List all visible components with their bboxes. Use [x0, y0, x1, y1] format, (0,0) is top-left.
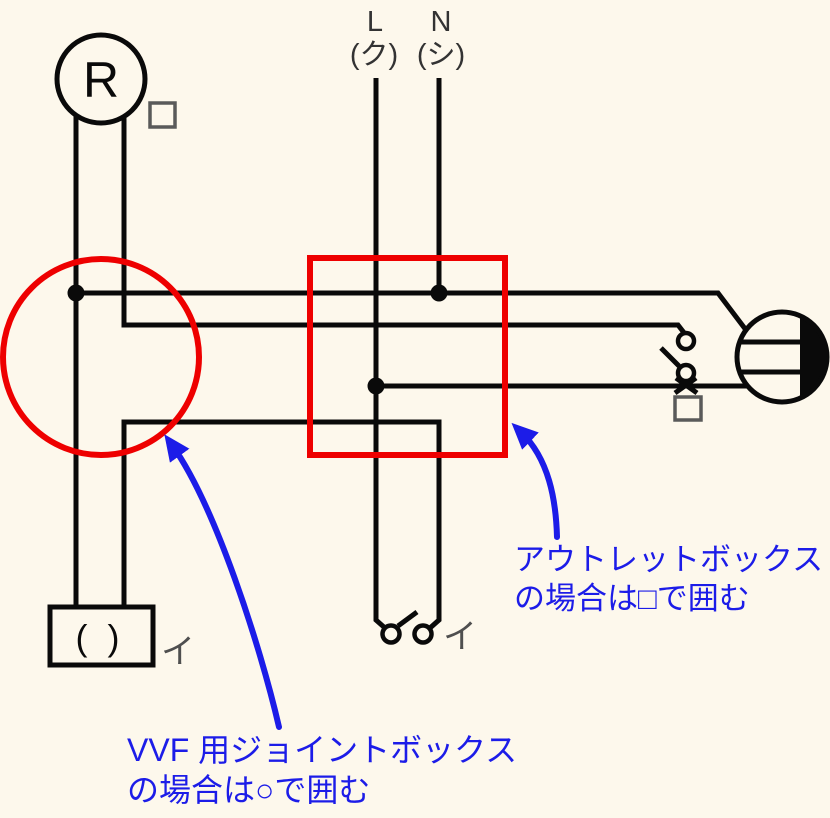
- arrow-to-joint-box: [164, 434, 282, 730]
- source-l-label: L: [367, 6, 383, 38]
- outlet-terminal-lines: [740, 339, 821, 375]
- joint-box-circle-highlight: [0, 256, 202, 458]
- switch-i-terminal-right: [412, 623, 434, 645]
- blank-box-switch: [673, 395, 703, 422]
- lamp-receptacle-circle: [54, 32, 148, 126]
- source-n-label: N: [431, 6, 452, 38]
- switch-i-terminal-left: [380, 623, 402, 645]
- annotation-joint-box-line1: VVF 用ジョイントボックス: [127, 732, 517, 768]
- arrow-to-outlet-box: [511, 422, 560, 540]
- annotation-outlet-box: アウトレットボックス の場合は□で囲む: [514, 542, 823, 616]
- wire-switch-to-rosette: [121, 419, 442, 630]
- annotation-joint-box: VVF 用ジョイントボックス の場合は○で囲む: [127, 732, 517, 808]
- junction-dot-left: [67, 284, 85, 302]
- switch-i-symbol: [380, 609, 434, 645]
- outlet-symbol: [734, 309, 830, 405]
- switch-blank-terminal-top: [675, 330, 697, 352]
- switch-i-lever: [396, 609, 419, 629]
- switch-i-mark: イ: [443, 618, 477, 656]
- source-l-wire-mark: (ク): [350, 39, 398, 71]
- source-n-wire-mark: (シ): [417, 39, 465, 71]
- wire-live-drop-to-switch: [373, 78, 387, 630]
- junction-dot-live: [367, 377, 385, 395]
- power-source-labels: L (ク) N (シ): [350, 6, 465, 71]
- blank-box-receptacle: [148, 101, 177, 129]
- outlet-circle: [734, 309, 830, 405]
- lamp-receptacle-label: R: [83, 52, 119, 108]
- annotation-joint-box-line2: の場合は○で囲む: [127, 772, 370, 808]
- switch-blank-lever: [659, 346, 681, 368]
- lamp-receptacle-symbol: R: [54, 32, 148, 126]
- annotation-outlet-box-line2: の場合は□で囲む: [514, 581, 750, 616]
- outlet-box-square-highlight: [307, 255, 508, 458]
- ceiling-rosette-symbol: ( ): [47, 604, 156, 668]
- wire-receptacle-right-to-switch: [121, 117, 687, 336]
- switch-blank-symbol: [659, 330, 699, 396]
- ceiling-rosette-mark: イ: [161, 633, 195, 671]
- ceiling-rosette-box: [47, 604, 156, 668]
- wire-neutral-run: [76, 290, 748, 332]
- annotation-outlet-box-line1: アウトレットボックス: [514, 542, 823, 577]
- switch-blank-terminal-bottom: [675, 362, 697, 384]
- junction-dot-neutral: [430, 284, 448, 302]
- ceiling-rosette-label: ( ): [76, 617, 125, 658]
